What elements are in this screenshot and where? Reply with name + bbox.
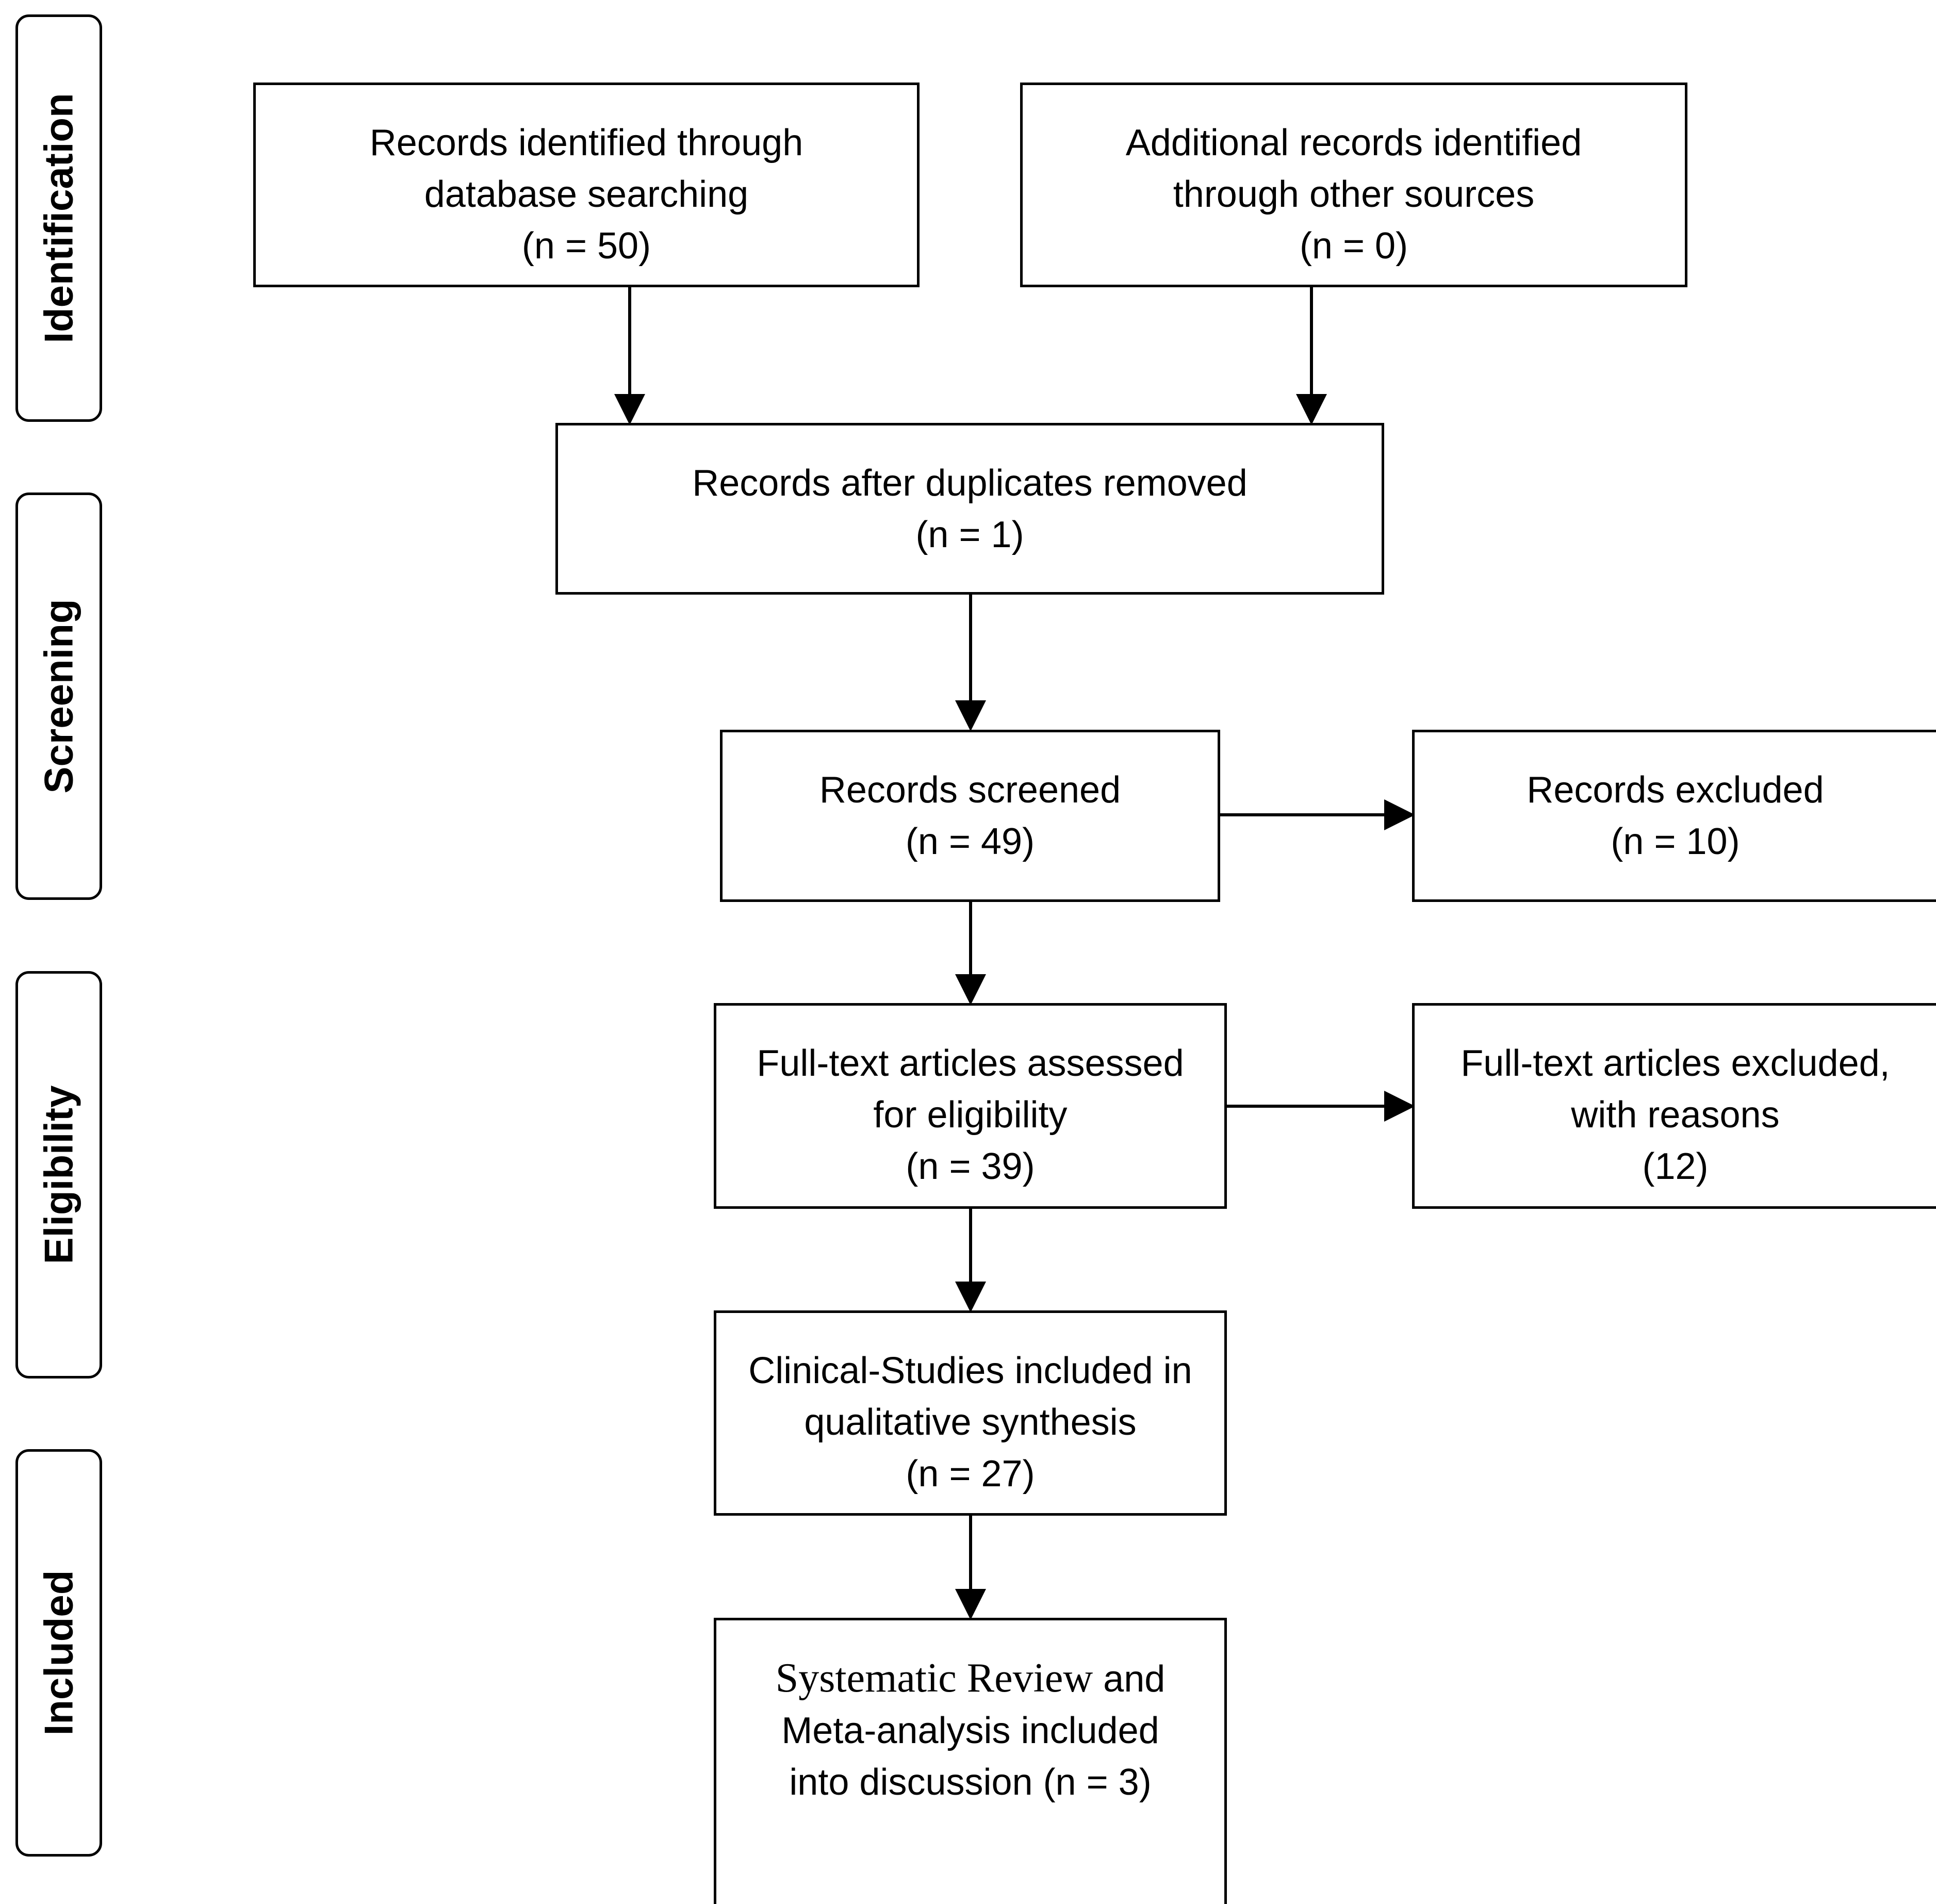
qualitative-synthesis-line2: qualitative synthesis <box>804 1402 1137 1443</box>
systematic-review-serif-text: Systematic Review <box>775 1655 1093 1701</box>
box-fulltext-assessed: Full-text articles assessed for eligibil… <box>714 1003 1227 1209</box>
systematic-review-and: and <box>1093 1659 1166 1700</box>
fulltext-excluded-count: (12) <box>1642 1146 1709 1187</box>
qualitative-synthesis-line1: Clinical-Studies included in <box>748 1350 1192 1391</box>
other-sources-line2: through other sources <box>1173 174 1535 215</box>
fulltext-assessed-line1: Full-text articles assessed <box>757 1043 1184 1084</box>
box-records-excluded: Records excluded (n = 10) <box>1412 730 1936 902</box>
systematic-review-line1: Systematic Review and <box>716 1652 1224 1705</box>
database-records-count: (n = 50) <box>521 225 651 267</box>
box-other-sources: Additional records identified through ot… <box>1020 83 1687 287</box>
phase-screening: Screening <box>15 493 102 900</box>
after-duplicates-count: (n = 1) <box>915 514 1024 555</box>
systematic-review-line3: into discussion (n = 3) <box>789 1762 1152 1803</box>
records-excluded-count: (n = 10) <box>1611 821 1740 862</box>
fulltext-excluded-line2: with reasons <box>1571 1094 1780 1136</box>
other-sources-count: (n = 0) <box>1299 225 1408 267</box>
database-records-line2: database searching <box>424 174 749 215</box>
fulltext-assessed-line2: for eligibility <box>873 1094 1068 1136</box>
box-after-duplicates: Records after duplicates removed (n = 1) <box>555 423 1384 595</box>
box-fulltext-excluded: Full-text articles excluded, with reason… <box>1412 1003 1936 1209</box>
systematic-review-line2: Meta-analysis included <box>781 1710 1159 1751</box>
records-excluded-line1: Records excluded <box>1527 769 1824 811</box>
qualitative-synthesis-count: (n = 27) <box>906 1453 1035 1495</box>
other-sources-line1: Additional records identified <box>1125 122 1582 163</box>
database-records-line1: Records identified through <box>369 122 803 163</box>
phase-identification: Identification <box>15 14 102 422</box>
box-qualitative-synthesis: Clinical-Studies included in qualitative… <box>714 1310 1227 1516</box>
records-screened-line1: Records screened <box>819 769 1121 811</box>
fulltext-assessed-count: (n = 39) <box>906 1146 1035 1187</box>
box-database-records: Records identified through database sear… <box>253 83 920 287</box>
fulltext-excluded-line1: Full-text articles excluded, <box>1461 1043 1890 1084</box>
phase-included: Included <box>15 1449 102 1857</box>
records-screened-count: (n = 49) <box>905 821 1035 862</box>
box-systematic-review: Systematic Review and Meta-analysis incl… <box>714 1618 1227 1904</box>
after-duplicates-line1: Records after duplicates removed <box>692 463 1248 504</box>
phase-eligibility: Eligibility <box>15 971 102 1378</box>
box-records-screened: Records screened (n = 49) <box>720 730 1220 902</box>
